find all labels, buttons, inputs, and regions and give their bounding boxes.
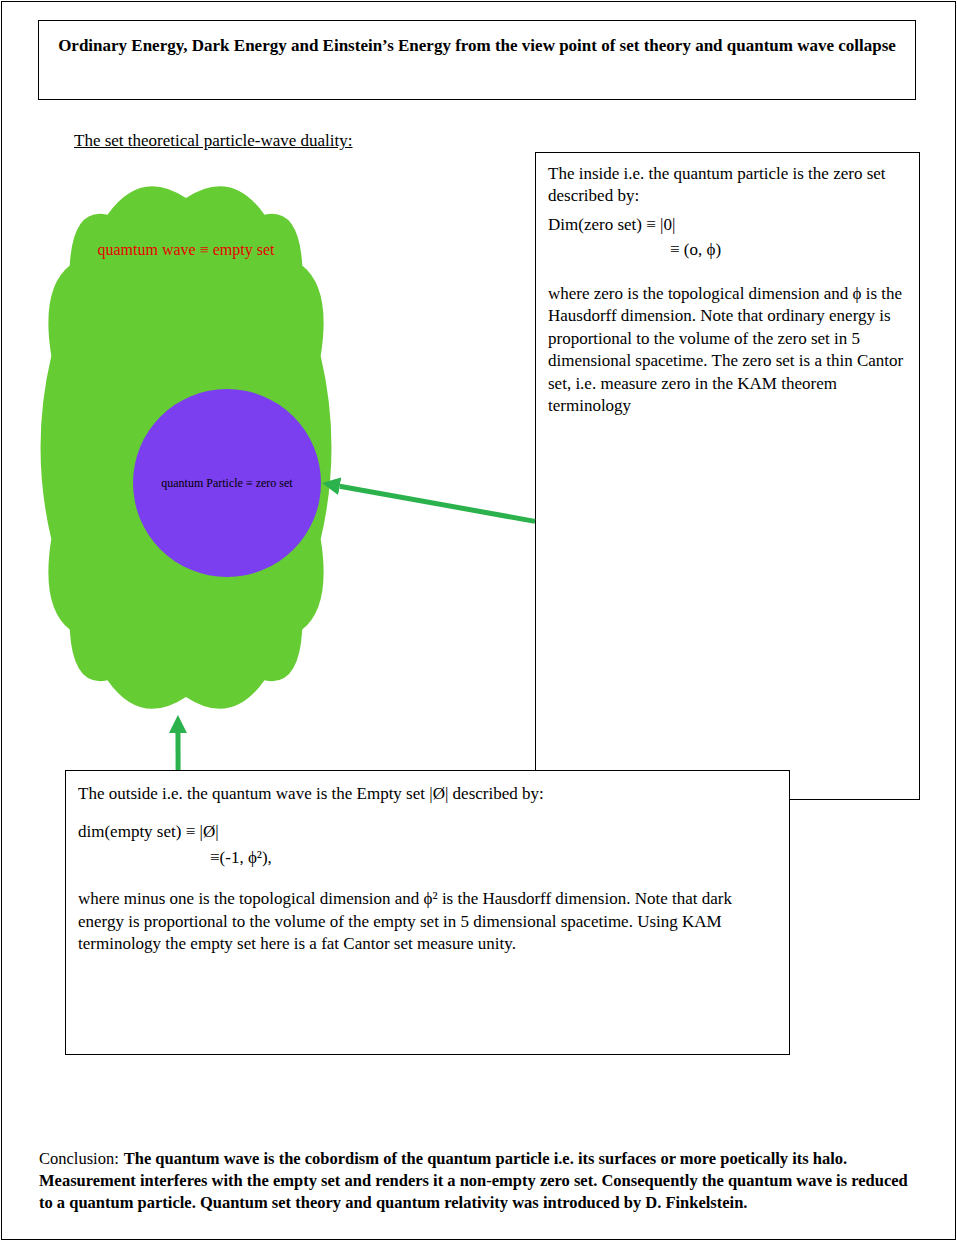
node-text: ≡(-1, ϕ²),: [78, 845, 777, 871]
title-box: Ordinary Energy, Dark Energy and Einstei…: [38, 20, 916, 100]
node-text: ≡ (o, ϕ): [548, 237, 907, 263]
text-area: quamtum wave ≡ empty set: [76, 240, 296, 260]
conclusion-label: Conclusion:: [39, 1149, 119, 1168]
green-arrow: [175, 733, 180, 770]
node-text: where minus one is the topological dimen…: [78, 888, 777, 955]
frame-text: The quantum wave is the cobordism of the…: [39, 1149, 908, 1212]
empty-set-box: The outside i.e. the quantum wave is the…: [65, 770, 790, 1055]
green-arrow: [340, 486, 535, 521]
circle-outline: [133, 389, 321, 577]
text-area: Ordinary Energy, Dark Energy and Einstei…: [39, 21, 915, 71]
node-text: quamtum wave ≡ empty set: [76, 240, 296, 260]
text-area: quantum Particle ≡ zero set: [152, 388, 302, 578]
quantum-wave-cloud: quamtum wave ≡ empty set quantum Particle…: [36, 180, 336, 715]
text-area: Conclusion:The quantum wave is the cobor…: [39, 1148, 919, 1213]
text-area: The inside i.e. the quantum particle is …: [536, 153, 919, 428]
text-area: The outside i.e. the quantum wave is the…: [66, 771, 789, 968]
cloud-outline: [41, 186, 332, 709]
node-text: The outside i.e. the quantum wave is the…: [78, 783, 777, 805]
quantum-particle-circle: quantum Particle ≡ zero set: [132, 388, 322, 578]
zero-set-box: The inside i.e. the quantum particle is …: [535, 152, 920, 800]
node-text: Ordinary Energy, Dark Energy and Einstei…: [57, 35, 897, 57]
node-text: The inside i.e. the quantum particle is …: [548, 163, 907, 208]
node-text: dim(empty set) ≡ |Ø|: [78, 819, 777, 845]
node-text: where zero is the topological dimension …: [548, 283, 907, 418]
node-text: Dim(zero set) ≡ |0|: [548, 212, 907, 238]
frame-text: The set theoretical particle-wave dualit…: [74, 130, 674, 152]
node-text: quantum Particle ≡ zero set: [161, 476, 292, 490]
text-area: The set theoretical particle-wave dualit…: [74, 130, 674, 152]
